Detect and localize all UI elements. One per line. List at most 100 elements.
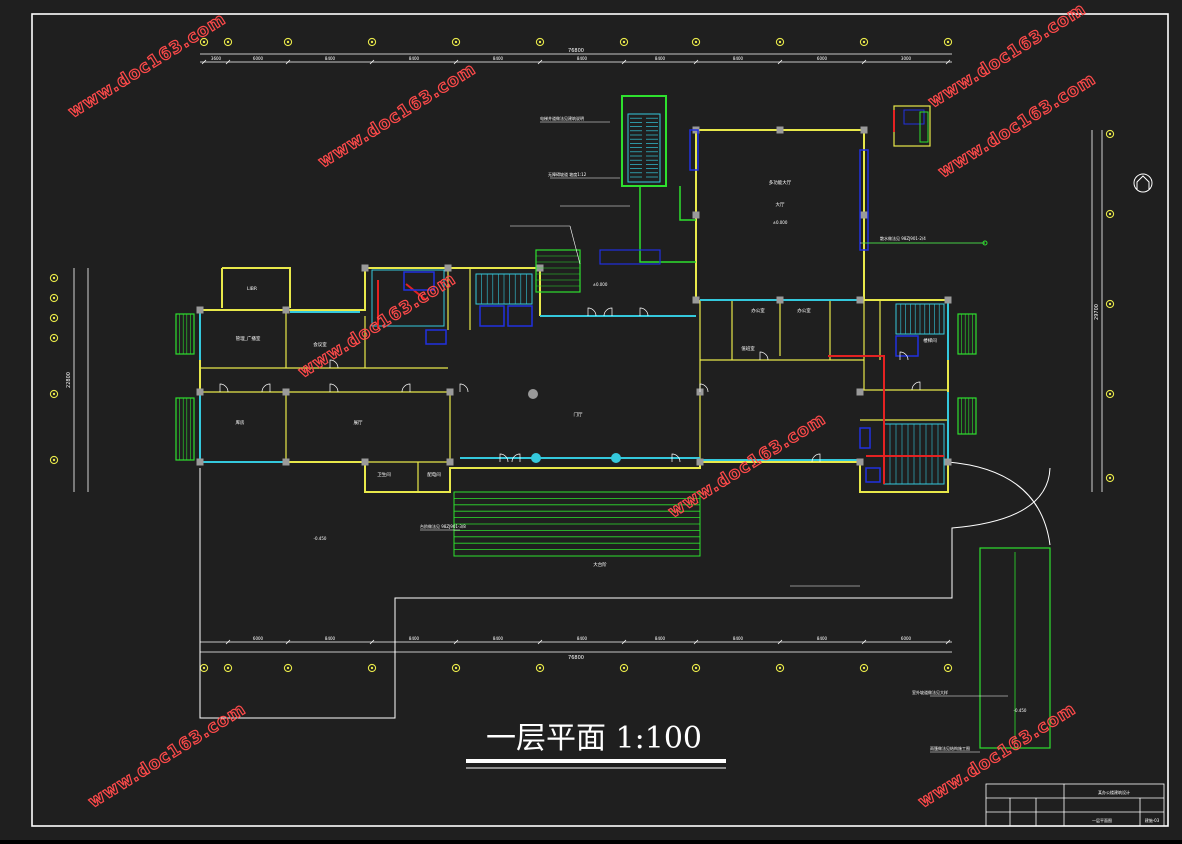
axis-bubble [451,663,461,673]
room-label: 楼梯间 [923,337,937,344]
axis-bubble [775,663,785,673]
axis-bubble [283,37,293,47]
axis-bubble [283,663,293,673]
dimension-label: 8400 [325,56,336,61]
title-underline-thick [466,759,726,763]
axis-bubble [775,37,785,47]
dimension-label: 6000 [901,636,912,641]
left-dimension-chain [73,268,89,492]
title-block [985,783,1165,827]
door-swings [219,307,921,463]
axis-bubble [199,37,209,47]
titleblock-drawing-name: 一层平面图 [1092,817,1112,823]
svg-text:台阶做法见 98ZJ901-3/8: 台阶做法见 98ZJ901-3/8 [420,523,466,529]
bottom-dimension-chain [200,641,952,653]
watermark-text: www.doc163.com [85,699,250,812]
dimension-label: 8400 [577,56,588,61]
dimension-label: 8400 [409,636,420,641]
dimension-label: 8400 [409,56,420,61]
axis-bubble [1105,389,1115,399]
room-label: 值班室 [741,345,755,352]
tower-corridor [639,186,696,263]
dimension-label: 8400 [577,636,588,641]
titleblock-project: 某办公楼建筑设计 [1098,789,1130,795]
axis-bubble [535,37,545,47]
room-labels: LIBR 管理_广播室 会议室 库房 展厅 门厅 大厅 办公室 办公室 多功能大… [236,179,938,568]
dimension-label: 8400 [493,56,504,61]
axis-bubble [1105,299,1115,309]
stair-tower [621,95,667,187]
axis-bubble [49,293,59,303]
dimension-label: 8400 [655,56,666,61]
north-steps [535,249,581,293]
svg-text:散水做法见 98ZJ901-2/4: 散水做法见 98ZJ901-2/4 [880,235,926,241]
room-label: 管理_广播室 [236,335,261,342]
axis-bubble [859,37,869,47]
room-label: 门厅 [574,411,583,418]
watermark-text: www.doc163.com [915,699,1080,812]
drawing-title: 一层平面 1:100 [486,721,702,756]
dimension-label: 8400 [493,636,504,641]
right-overall-dimension: 29700 [1094,304,1100,320]
axis-bubble [859,663,869,673]
drawing-border [31,13,1169,827]
axis-bubble [223,37,233,47]
axis-bubble [49,389,59,399]
east-steps-2 [957,397,977,435]
svg-text:室外坡道做法见大样: 室外坡道做法见大样 [912,689,948,695]
windows [199,299,949,463]
left-overall-dimension: 22800 [66,372,72,388]
axis-bubble [451,37,461,47]
svg-text:±0.000: ±0.000 [593,282,608,287]
elevators [425,305,919,357]
round-columns [531,453,621,463]
west-ramp-steps [175,313,195,355]
svg-text:无障碍坡道 坡度1:12: 无障碍坡道 坡度1:12 [548,171,587,177]
room-label: 办公室 [751,307,765,314]
room-label: 展厅 [354,420,363,426]
north-arrow-icon [1133,173,1153,193]
dimension-label: 8400 [655,636,666,641]
room-label: 会议室 [313,341,327,348]
right-dimension-chain [1091,130,1103,492]
step-lines [454,497,700,550]
svg-text:雨篷做法见结构施工图: 雨篷做法见结构施工图 [930,745,970,751]
axis-bubble [49,333,59,343]
dimension-label: 3000 [901,56,912,61]
site-outline [199,467,1051,719]
axis-bubble [619,663,629,673]
axis-bubble [223,663,233,673]
dimension-label: 6000 [253,56,264,61]
axis-bubble [943,663,953,673]
structural-columns [196,126,952,466]
lobby-feature [528,389,538,399]
axis-bubble [49,273,59,283]
outdoor-ramp [979,547,1051,749]
axis-bubble [619,37,629,47]
svg-text:-0.450: -0.450 [314,536,327,541]
dimension-label: 8400 [325,636,336,641]
entrance-arc [947,461,1051,546]
axis-bubble [367,663,377,673]
room-label: 配电间 [427,471,441,478]
level-marks: ±0.000 -0.450 -0.450 ±0.000 [314,220,1027,713]
room-label: 大台阶 [593,561,607,568]
svg-text:电梯井道做法见建筑说明: 电梯井道做法见建筑说明 [540,115,584,121]
room-label: LIBR [247,286,257,292]
dimension-label: 6000 [817,56,828,61]
dimension-label: 6000 [253,636,264,641]
axis-bubble [49,455,59,465]
room-label: 大厅 [776,201,785,208]
west-ramp-steps-2 [175,397,195,461]
watermark-text: www.doc163.com [65,9,230,122]
axis-bubble [1105,209,1115,219]
dimension-label: 8400 [733,636,744,641]
room-label: 库房 [236,419,245,426]
room-label: 办公室 [797,307,811,314]
axis-bubble [691,37,701,47]
room-label: 卫生间 [377,471,391,478]
axis-bubble [1105,129,1115,139]
fire-lines [377,280,944,484]
